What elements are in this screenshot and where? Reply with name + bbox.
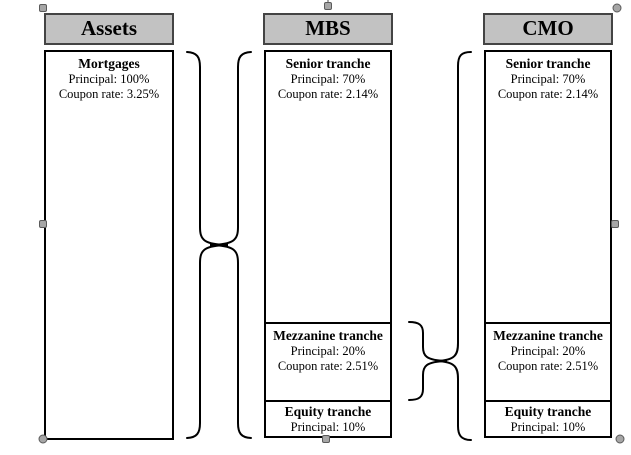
cmo-mezzanine-coupon: Coupon rate: 2.51%	[497, 359, 599, 373]
mbs-mezzanine-title: Mezzanine tranche	[273, 328, 383, 343]
mbs-mezzanine-coupon: Coupon rate: 2.51%	[277, 359, 379, 373]
mbs-header-box[interactable]: MBS	[263, 13, 393, 45]
mbs-mezzanine-principal: Principal: 20%	[290, 344, 366, 358]
cmo-mezzanine-principal: Principal: 20%	[510, 344, 586, 358]
assets-header-box[interactable]: Assets	[44, 13, 174, 45]
cmo-senior-coupon: Coupon rate: 2.14%	[497, 87, 599, 101]
mbs-left-brace[interactable]	[209, 51, 252, 439]
cmo-left-brace[interactable]	[435, 51, 472, 441]
cmo-equity-principal: Principal: 10%	[510, 420, 586, 434]
selection-handle-top-center[interactable]	[324, 2, 332, 10]
mortgages-principal: Principal: 100%	[68, 72, 150, 86]
cmo-senior-tranche: Senior tranche Principal: 70% Coupon rat…	[486, 52, 610, 322]
cmo-senior-title: Senior tranche	[505, 56, 591, 71]
cmo-tranche-box[interactable]: Senior tranche Principal: 70% Coupon rat…	[484, 50, 612, 438]
selection-handle-bottom-right[interactable]	[615, 434, 625, 444]
cmo-equity-title: Equity tranche	[504, 404, 592, 419]
mortgages-title: Mortgages	[78, 56, 140, 71]
mbs-equity-tranche: Equity tranche Principal: 10%	[266, 400, 390, 436]
mbs-mezzanine-tranche: Mezzanine tranche Principal: 20% Coupon …	[266, 322, 390, 400]
cmo-senior-principal: Principal: 70%	[510, 72, 586, 86]
selection-handle-middle-right[interactable]	[611, 220, 619, 228]
mortgages-coupon: Coupon rate: 3.25%	[58, 87, 160, 101]
mbs-senior-coupon: Coupon rate: 2.14%	[277, 87, 379, 101]
mbs-senior-title: Senior tranche	[285, 56, 371, 71]
mbs-senior-principal: Principal: 70%	[290, 72, 366, 86]
cmo-header-box[interactable]: CMO	[483, 13, 613, 45]
mortgages-section: Mortgages Principal: 100% Coupon rate: 3…	[46, 52, 172, 438]
assets-to-mbs-right-brace[interactable]	[186, 51, 229, 439]
mbs-equity-principal: Principal: 10%	[290, 420, 366, 434]
mbs-tranche-box[interactable]: Senior tranche Principal: 70% Coupon rat…	[264, 50, 392, 438]
selection-handle-top-right[interactable]	[612, 3, 622, 13]
cmo-equity-tranche: Equity tranche Principal: 10%	[486, 400, 610, 436]
cmo-mezzanine-tranche: Mezzanine tranche Principal: 20% Coupon …	[486, 322, 610, 400]
mbs-senior-tranche: Senior tranche Principal: 70% Coupon rat…	[266, 52, 390, 322]
mbs-equity-title: Equity tranche	[284, 404, 372, 419]
mezzanine-to-cmo-right-brace[interactable]	[408, 321, 448, 401]
cmo-mezzanine-title: Mezzanine tranche	[493, 328, 603, 343]
assets-pool-box[interactable]: Mortgages Principal: 100% Coupon rate: 3…	[44, 50, 174, 440]
selection-handle-top-left[interactable]	[39, 4, 47, 12]
